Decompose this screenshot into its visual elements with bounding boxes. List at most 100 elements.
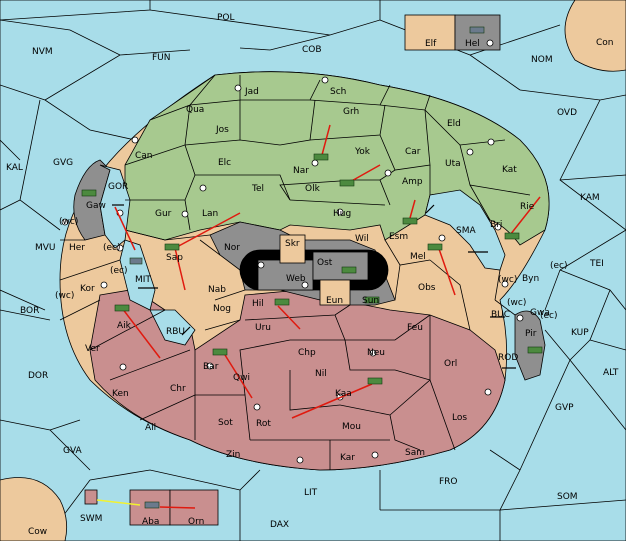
ship-icon[interactable] (129, 257, 143, 265)
province-con[interactable] (564, 0, 626, 72)
label-byn: Byn (522, 274, 539, 284)
label-alt: ALT (603, 368, 619, 378)
label-tel: Tel (251, 184, 264, 194)
label-buc: BUC (491, 310, 510, 320)
label-sma: SMA (456, 226, 476, 236)
label-eun: Eun (326, 296, 343, 306)
label-som: SOM (557, 492, 578, 502)
province-borders (59, 74, 531, 470)
sea-gor[interactable] (99, 164, 131, 249)
label-orn: Orn (188, 517, 204, 527)
label-coast-gwa-ec: (ec) (540, 311, 558, 321)
label-kat: Kat (502, 165, 517, 175)
label-nom: NOM (531, 55, 553, 65)
label-neu: Neu (367, 348, 385, 358)
label-bor: BOR (20, 306, 39, 316)
label-amp: Amp (402, 177, 423, 187)
label-coast-byn-ec: (ec) (550, 261, 568, 271)
sea-rbu[interactable] (149, 309, 196, 346)
label-ovd: OVD (557, 108, 577, 118)
label-yok: Yok (354, 147, 371, 157)
supply-centers (61, 39, 524, 464)
province-cow[interactable] (0, 477, 68, 541)
label-web: Web (286, 274, 306, 284)
tank-icon[interactable] (274, 298, 290, 306)
label-gva: GVA (63, 446, 83, 456)
tank-icon[interactable] (341, 266, 357, 274)
label-coast-gwa-wc: (wc) (507, 298, 526, 308)
label-dor: DOR (28, 371, 48, 381)
label-nvm: NVM (32, 47, 53, 57)
label-esm: Esm (389, 232, 408, 242)
label-aba: Aba (142, 517, 159, 527)
ship-icon[interactable] (469, 26, 485, 34)
tank-icon[interactable] (367, 377, 383, 385)
label-rbu: RBU (166, 327, 185, 337)
label-sot: Sot (218, 418, 233, 428)
label-gaw: Gaw (86, 201, 106, 211)
label-sch: Sch (330, 87, 346, 97)
tank-icon[interactable] (427, 243, 443, 251)
province-eun[interactable] (319, 279, 351, 306)
units (81, 26, 543, 509)
label-pir: Pir (525, 329, 537, 339)
label-bri: Bri (490, 220, 502, 230)
province-ost[interactable] (312, 251, 369, 281)
label-aik: Aik (117, 321, 132, 331)
tank-icon[interactable] (364, 296, 380, 304)
label-cob: COB (302, 45, 322, 55)
label-gvp: GVP (555, 403, 574, 413)
ship-icon[interactable] (144, 501, 160, 509)
label-elc: Elc (218, 158, 231, 168)
tank-icon[interactable] (313, 153, 329, 161)
province-pir[interactable] (514, 310, 546, 381)
region-red (89, 289, 506, 471)
label-hug: Hug (333, 209, 351, 219)
label-gur: Gur (155, 209, 172, 219)
label-orl: Orl (444, 359, 457, 369)
label-sam: Sam (405, 448, 425, 458)
label-dax: DAX (270, 520, 289, 530)
label-gvg: GVG (53, 158, 73, 168)
label-zin: Zin (226, 450, 240, 460)
label-con: Con (596, 38, 614, 48)
tank-icon[interactable] (339, 179, 355, 187)
label-jos: Jos (215, 125, 229, 135)
tank-icon[interactable] (402, 217, 418, 225)
label-mel: Mel (410, 252, 426, 262)
label-bar: Bar (203, 362, 219, 372)
label-nog: Nog (213, 304, 231, 314)
label-uta: Uta (445, 159, 461, 169)
support-line (96, 499, 141, 506)
label-obs: Obs (418, 283, 436, 293)
label-rie: Rie (520, 202, 535, 212)
label-sun: Sun (362, 296, 379, 306)
label-jad: Jad (244, 87, 259, 97)
label-coast-her-wc: (wc) (59, 217, 78, 227)
label-wil: Wil (355, 234, 369, 244)
label-fro: FRO (439, 477, 458, 487)
label-hel: Hel (465, 39, 480, 49)
tank-icon[interactable] (114, 304, 130, 312)
tank-icon[interactable] (81, 189, 97, 197)
tank-icon[interactable] (212, 348, 228, 356)
label-qwi: Qwi (233, 373, 250, 383)
label-ost: Ost (317, 258, 333, 268)
label-mvu: MVU (35, 243, 56, 253)
label-elf: Elf (425, 39, 437, 49)
label-mou: Mou (342, 422, 361, 432)
tank-icon[interactable] (527, 346, 543, 354)
tank-icon[interactable] (504, 232, 520, 240)
province-swm[interactable] (84, 489, 98, 505)
label-cow: Cow (28, 527, 47, 537)
tank-icon[interactable] (164, 243, 180, 251)
label-nab: Nab (208, 285, 226, 295)
label-skr: Skr (285, 239, 300, 249)
label-lit: LIT (304, 488, 318, 498)
province-elf[interactable] (404, 14, 456, 51)
label-feu: Feu (407, 323, 423, 333)
label-kal: KAL (6, 163, 23, 173)
province-skr[interactable] (279, 234, 306, 264)
